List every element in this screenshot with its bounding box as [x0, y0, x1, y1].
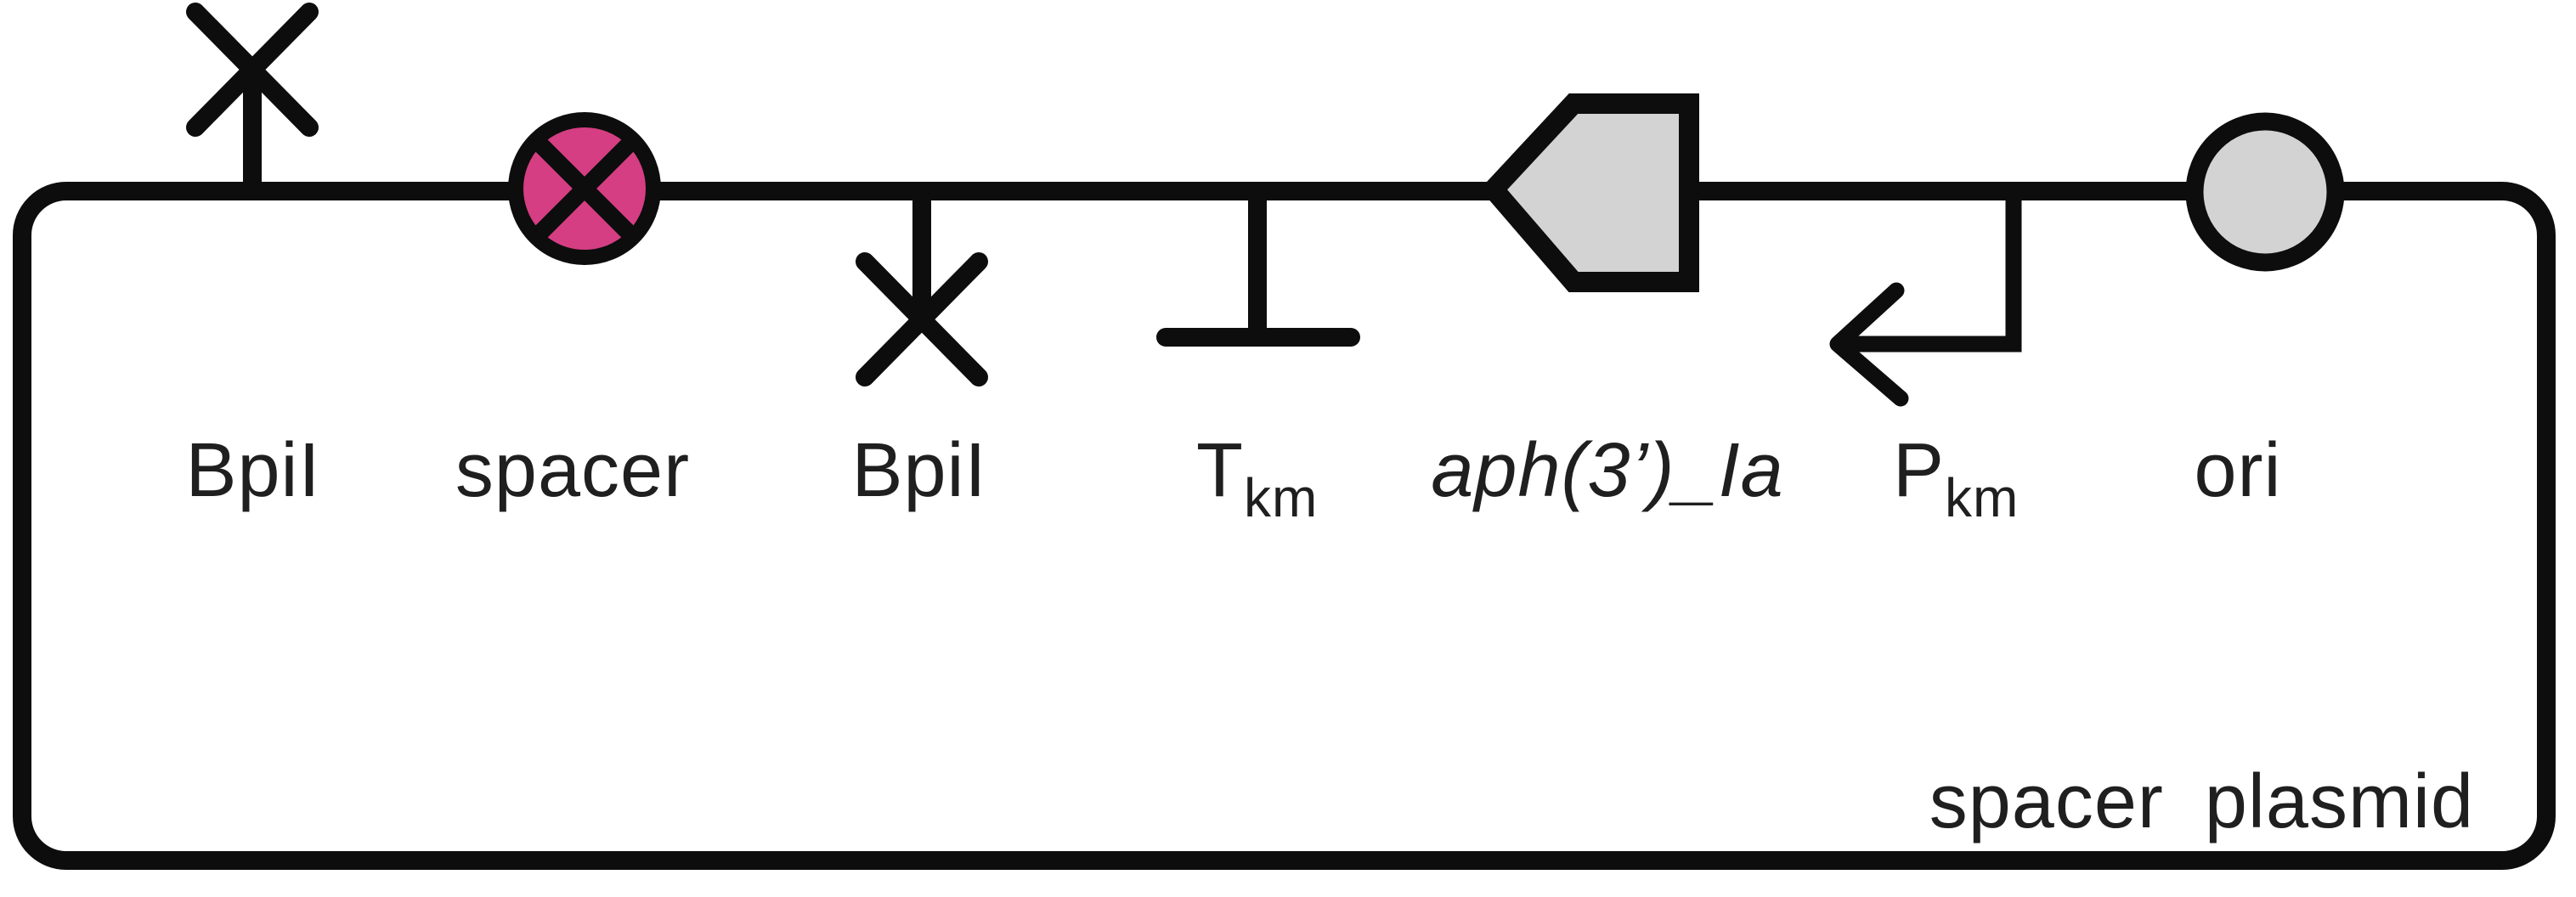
- terminator-icon: [1156, 184, 1360, 347]
- spacer-site-icon: [508, 112, 661, 265]
- gene-label: aph(3’)_Ia: [1431, 428, 1783, 513]
- ori-label: ori: [2194, 428, 2281, 513]
- promoter-icon: [1829, 194, 2022, 407]
- bpiI-right-x-stroke: [856, 252, 988, 386]
- gene-arrow-icon: [1479, 93, 1699, 292]
- bpiI-right-label: BpiI: [851, 428, 986, 513]
- promoter-label: Pkm: [1893, 428, 2019, 528]
- plasmid-linework: [13, 3, 2556, 870]
- spacer-label: spacer: [455, 428, 690, 513]
- plasmid-backbone: [13, 182, 2556, 870]
- terminator-label-main: T: [1196, 428, 1244, 513]
- promoter-arrowhead: [1829, 282, 1909, 407]
- promoter-elbow: [1848, 194, 2022, 353]
- bpiI-site-left-icon: [186, 3, 319, 200]
- ori-icon: [2185, 112, 2345, 272]
- bpiI-left-x-stroke: [186, 3, 319, 137]
- spacer-x-stroke: [534, 138, 635, 239]
- terminator-label: Tkm: [1196, 428, 1318, 528]
- bpiI-site-right-icon: [856, 182, 988, 386]
- bpiI-left-label: BpiI: [185, 428, 320, 513]
- plasmid-name-label: spacer plasmid: [1929, 759, 2474, 844]
- promoter-label-sub: km: [1945, 467, 2019, 528]
- promoter-label-main: P: [1893, 428, 1945, 513]
- terminator-label-sub: km: [1244, 467, 1318, 528]
- plasmid-labels: BpiI spacer BpiI Tkm aph(3’)_Ia Pkm ori …: [185, 428, 2474, 844]
